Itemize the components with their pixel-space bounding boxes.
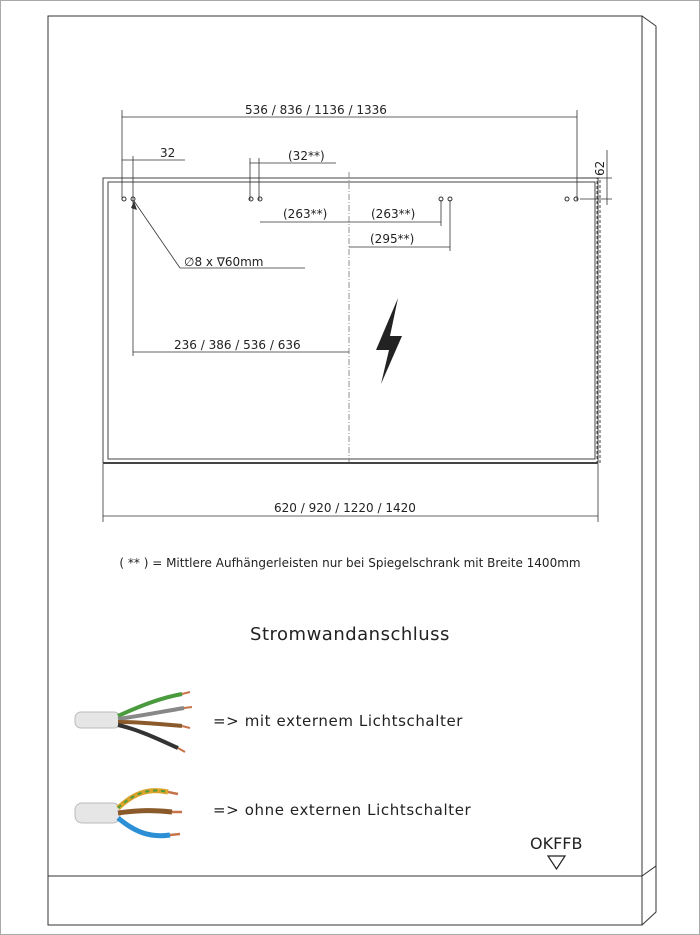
dim-right-offset: 62	[593, 161, 607, 176]
section-title: Stromwandanschluss	[250, 624, 450, 645]
footnote: ( ** ) = Mittlere Aufhängerleisten nur b…	[119, 556, 581, 570]
dim-mid-left: (263**)	[283, 207, 327, 221]
dim-bottom-width: 620 / 920 / 1220 / 1420	[274, 501, 416, 515]
cable-label-with-switch: => mit externem Lichtschalter	[213, 712, 464, 730]
dimension-lines	[102, 110, 612, 522]
mounting-holes	[121, 196, 579, 202]
dim-top-width: 536 / 836 / 1136 / 1336	[245, 103, 387, 117]
floor-level-label: OKFFB	[530, 834, 583, 853]
dim-hole-spec: ∅8 x ∇60mm	[184, 255, 264, 269]
dim-mid-right: (263**)	[371, 207, 415, 221]
wall-panel	[47, 15, 657, 876]
electric-hazard-icon	[376, 298, 402, 384]
dim-left-offset: 32	[160, 146, 175, 160]
three-wire-cable-icon	[74, 788, 182, 839]
floor-level-triangle-icon	[546, 855, 567, 871]
cabinet-outline	[102, 177, 601, 464]
four-wire-cable-icon	[74, 691, 193, 753]
dim-middle-offset: (32**)	[288, 149, 325, 163]
floor-plinth	[47, 865, 657, 926]
leader-arrow	[131, 201, 137, 210]
dim-center-distance: 236 / 386 / 536 / 636	[174, 338, 301, 352]
dim-mid-center: (295**)	[370, 232, 414, 246]
cable-label-without-switch: => ohne externen Lichtschalter	[213, 801, 472, 819]
